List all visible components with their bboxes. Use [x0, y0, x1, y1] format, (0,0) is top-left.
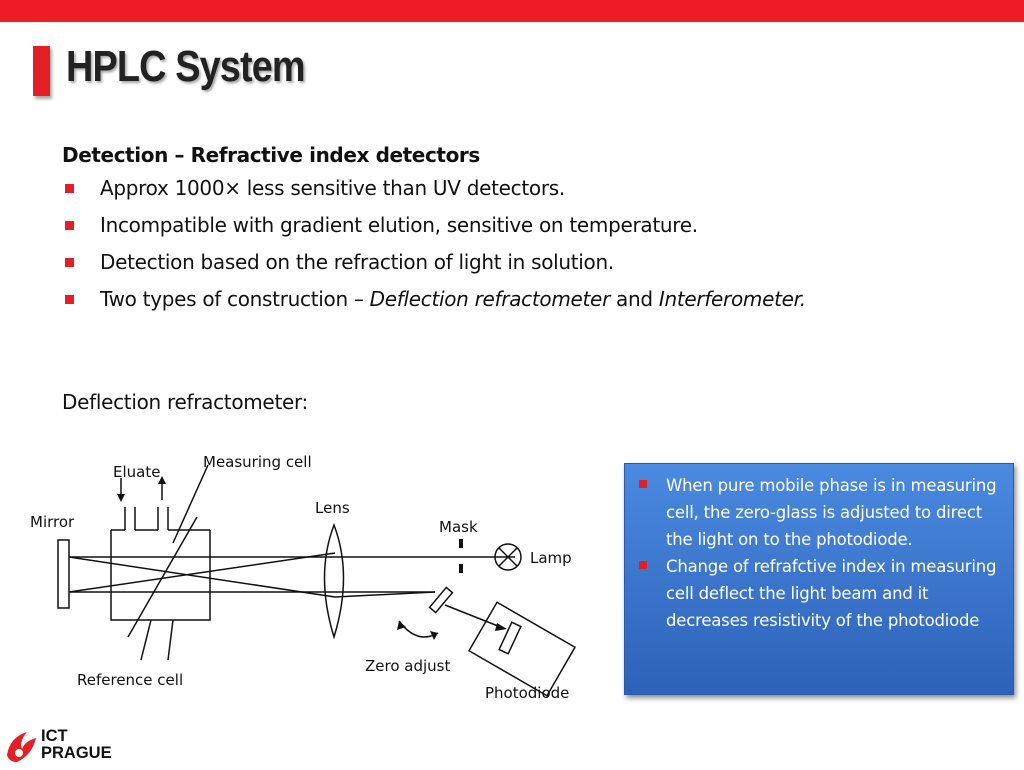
- bullet-square-icon: [65, 184, 74, 193]
- subheading: Deflection refractometer:: [62, 390, 308, 414]
- bullet-text-middle: and: [610, 287, 659, 311]
- label-photodiode: Photodiode: [485, 684, 569, 702]
- slide-content: Detection – Refractive index detectors A…: [62, 143, 962, 324]
- bullet-text-italic: Deflection refractometer: [369, 287, 611, 311]
- bullet-text-italic: Interferometer.: [658, 287, 806, 311]
- info-item-text: Change of refrafctive index in measuring…: [666, 557, 997, 630]
- info-item-text: When pure mobile phase is in measuring c…: [666, 476, 997, 549]
- bullet-text: Incompatible with gradient elution, sens…: [100, 213, 698, 237]
- label-lens: Lens: [315, 499, 350, 517]
- label-mirror: Mirror: [30, 513, 75, 531]
- cell-divider-shape: [127, 516, 198, 638]
- label-zero-adjust: Zero adjust: [365, 657, 450, 675]
- label-measuring-cell: Measuring cell: [203, 453, 312, 471]
- label-lamp: Lamp: [530, 549, 572, 567]
- bullet-square-icon: [65, 258, 74, 267]
- mirror-shape: [57, 539, 70, 609]
- logo-text: ICT PRAGUE: [41, 728, 112, 762]
- info-item: When pure mobile phase is in measuring c…: [639, 472, 1001, 553]
- slide-title: HPLC System: [66, 42, 306, 91]
- bullet-square-icon: [639, 480, 647, 488]
- refractometer-diagram: Eluate Measuring cell Mirror Lens Mask L…: [30, 453, 576, 702]
- bullet-item: Two types of construction – Deflection r…: [62, 287, 962, 311]
- bullet-item: Approx 1000× less sensitive than UV dete…: [62, 176, 962, 200]
- bullet-item: Incompatible with gradient elution, sens…: [62, 213, 962, 237]
- bullet-square-icon: [65, 295, 74, 304]
- bullet-text-prefix: Two types of construction –: [100, 287, 370, 311]
- info-item: Change of refrafctive index in measuring…: [639, 553, 1001, 634]
- ict-emblem-icon: [7, 732, 36, 762]
- lens-shape: [323, 522, 345, 640]
- lamp-shape: [494, 543, 522, 571]
- title-accent-bar: [33, 46, 50, 96]
- ict-prague-logo: ICT PRAGUE: [5, 728, 125, 765]
- bullet-text: Detection based on the refraction of lig…: [100, 250, 614, 274]
- section-heading: Detection – Refractive index detectors: [62, 143, 480, 167]
- label-mask: Mask: [439, 518, 478, 536]
- bullet-square-icon: [65, 221, 74, 230]
- label-reference-cell: Reference cell: [77, 671, 183, 689]
- bullet-square-icon: [639, 561, 647, 569]
- logo-line-2: PRAGUE: [41, 744, 112, 762]
- bullet-item: Detection based on the refraction of lig…: [62, 250, 962, 274]
- info-box: When pure mobile phase is in measuring c…: [624, 463, 1014, 695]
- bullet-text: Approx 1000× less sensitive than UV dete…: [100, 176, 565, 200]
- logo-line-1: ICT: [41, 727, 68, 745]
- cell-body-shape: [110, 530, 211, 621]
- zero-glass-shape: [428, 586, 454, 614]
- label-eluate: Eluate: [113, 463, 160, 481]
- top-red-bar: [0, 0, 1024, 22]
- photodiode-shape: [468, 601, 576, 697]
